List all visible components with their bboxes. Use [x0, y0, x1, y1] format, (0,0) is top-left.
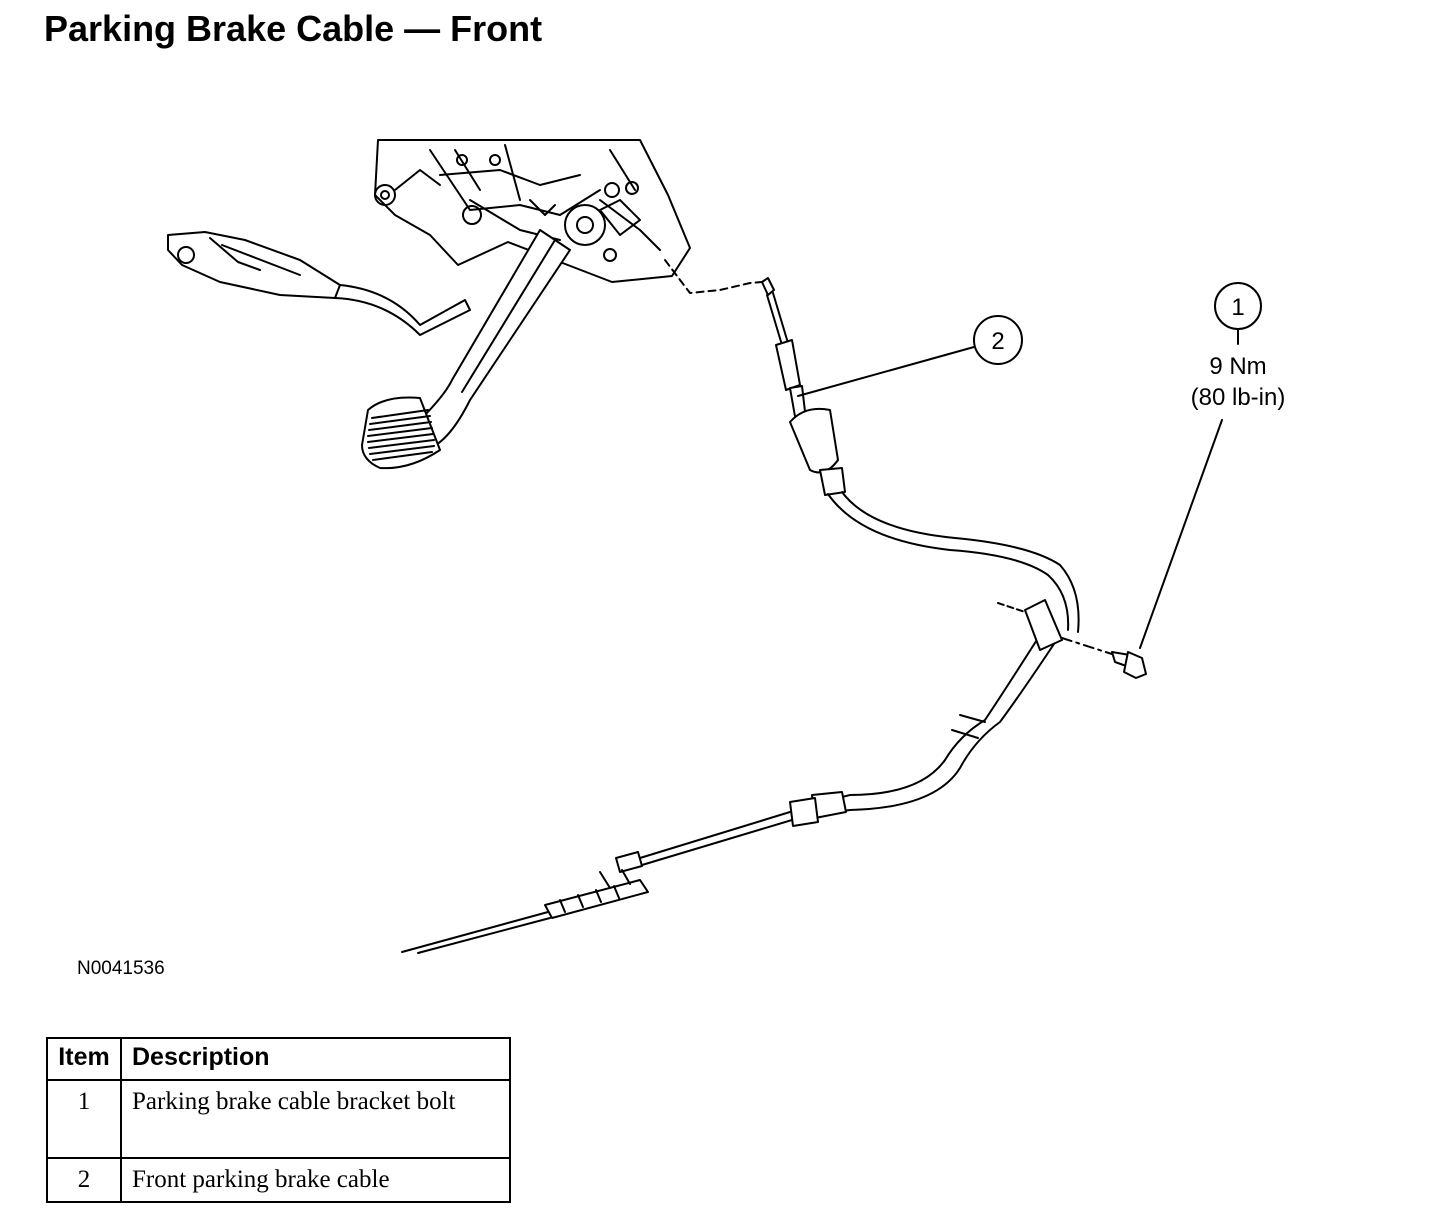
parking-brake-pedal: [167, 231, 471, 336]
callout-2-number: 2: [991, 328, 1004, 355]
bracket-bolt: [1111, 651, 1147, 679]
callout-1-torque-nm: 9 Nm: [1209, 353, 1266, 380]
callout-2: 2: [797, 315, 1023, 397]
legend-header-description: Description: [120, 1037, 511, 1081]
callout-1-torque-lbin: (80 lb-in): [1191, 384, 1286, 411]
front-parking-brake-cable: [615, 277, 1116, 873]
table-row: 1 Parking brake cable bracket bolt: [46, 1079, 511, 1159]
legend-item-description: Parking brake cable bracket bolt: [120, 1079, 511, 1159]
legend-item-description: Front parking brake cable: [120, 1157, 511, 1203]
legend-header-item: Item: [46, 1037, 122, 1081]
table-row: 2 Front parking brake cable: [46, 1157, 511, 1203]
legend-table: Item Description 1 Parking brake cable b…: [46, 1037, 511, 1203]
cable-equalizer: [401, 869, 649, 954]
callout-1-number: 1: [1231, 294, 1244, 321]
figure-id: N0041536: [77, 958, 165, 979]
page-title: Parking Brake Cable — Front: [44, 8, 543, 49]
legend-item-number: 1: [46, 1079, 122, 1159]
cable-routing-dashed: [664, 259, 763, 294]
brake-pedal: [361, 229, 571, 470]
callout-1: 1 9 Nm (80 lb-in): [1139, 282, 1286, 649]
legend-header-row: Item Description: [46, 1037, 511, 1081]
parking-brake-diagram: 1 9 Nm (80 lb-in) 2: [167, 139, 1286, 954]
legend-item-number: 2: [46, 1157, 122, 1203]
